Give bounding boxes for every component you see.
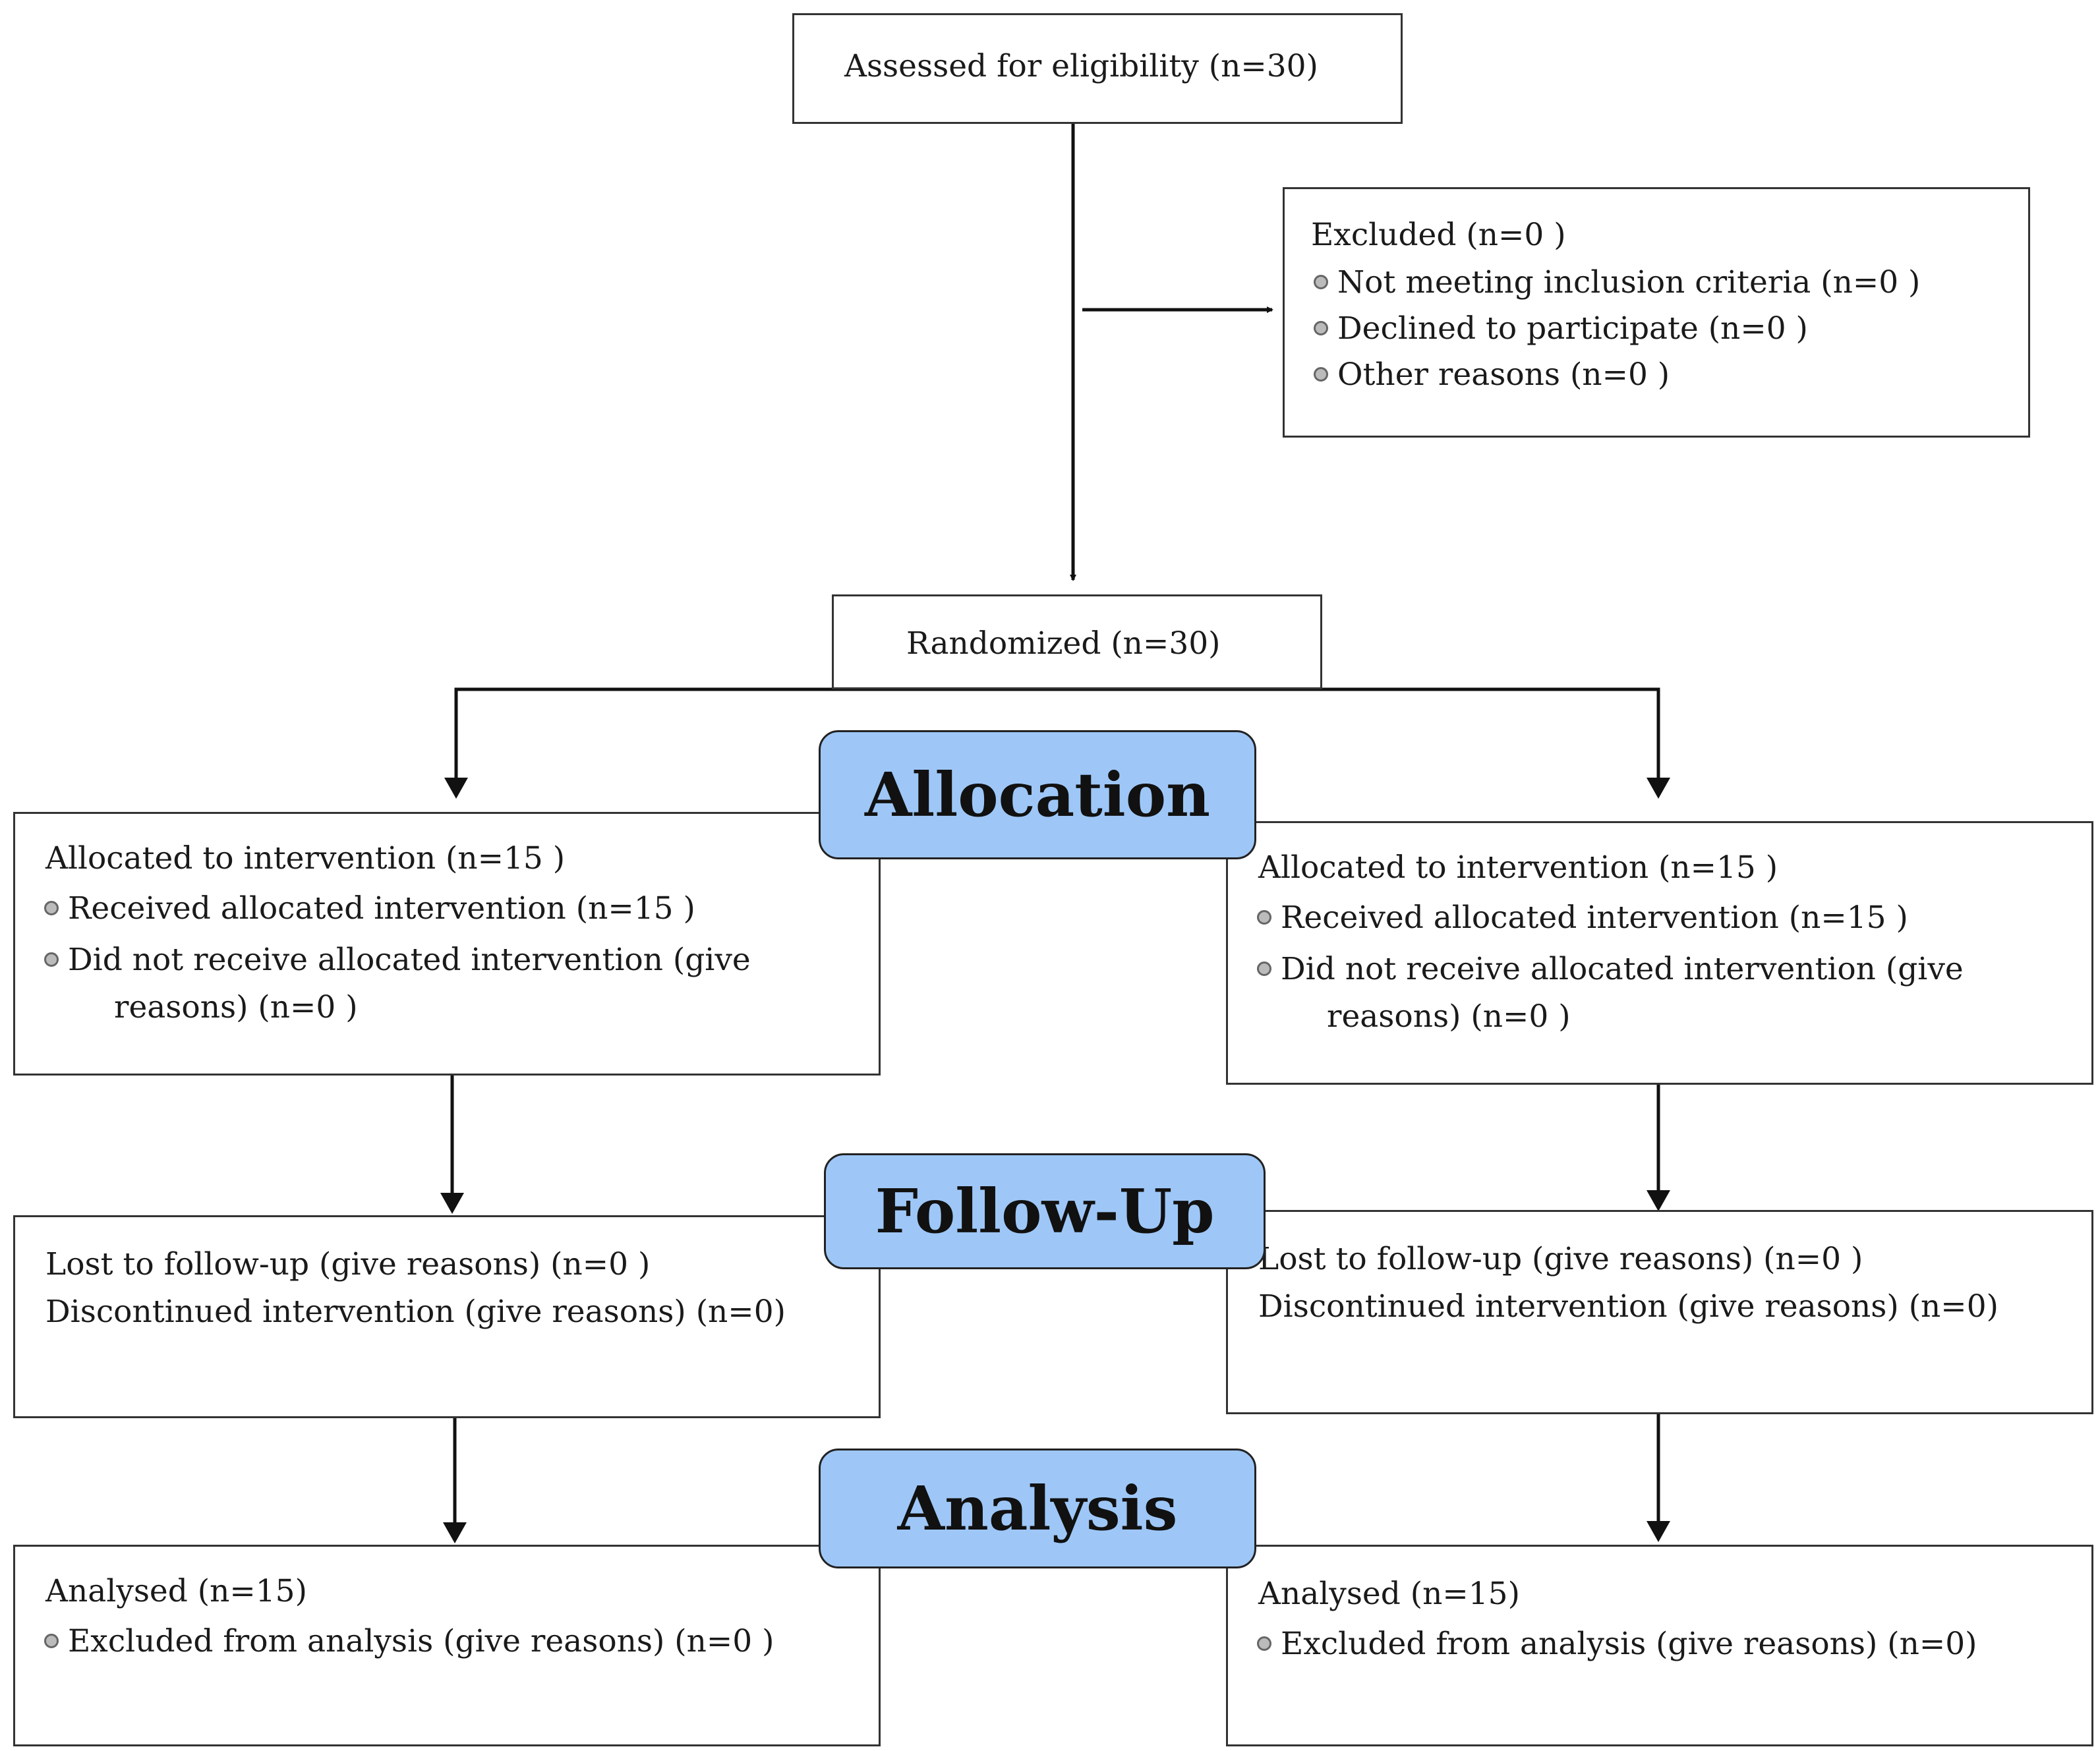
left-analysis-analysed: Analysed (n=15) bbox=[45, 1573, 307, 1609]
right-followup-lost: Lost to follow-up (give reasons) (n=0 ) bbox=[1258, 1241, 1863, 1277]
randomized-box: Randomized (n=30) bbox=[832, 594, 1322, 689]
bullet-icon bbox=[1314, 367, 1328, 382]
excluded-item: Not meeting inclusion criteria (n=0 ) bbox=[1314, 264, 1920, 301]
left-allocation-box: Allocated to intervention (n=15 ) Receiv… bbox=[13, 812, 881, 1076]
right-allocation-title: Allocated to intervention (n=15 ) bbox=[1258, 849, 1778, 886]
right-allocation-box: Allocated to intervention (n=15 ) Receiv… bbox=[1226, 821, 2093, 1085]
arrowhead-right-allocation bbox=[1647, 778, 1670, 799]
arrowhead-right-followup bbox=[1647, 1190, 1670, 1211]
bullet-icon bbox=[1257, 1636, 1271, 1651]
left-analysis-excluded: Excluded from analysis (give reasons) (n… bbox=[44, 1623, 774, 1660]
assessed-text: Assessed for eligibility (n=30) bbox=[844, 48, 1318, 84]
arrowhead-left-allocation bbox=[444, 778, 468, 799]
left-allocation-received: Received allocated intervention (n=15 ) bbox=[44, 890, 695, 927]
right-allocation-not-received-cont: reasons) (n=0 ) bbox=[1327, 998, 1571, 1035]
bullet-icon bbox=[44, 1634, 59, 1648]
excluded-box: Excluded (n=0 ) Not meeting inclusion cr… bbox=[1283, 187, 2030, 438]
left-analysis-box: Analysed (n=15) Excluded from analysis (… bbox=[13, 1545, 881, 1746]
right-followup-box: Lost to follow-up (give reasons) (n=0 ) … bbox=[1226, 1210, 2093, 1414]
arrowhead-left-analysis bbox=[443, 1522, 467, 1543]
excluded-title: Excluded (n=0 ) bbox=[1311, 217, 1566, 253]
left-followup-box: Lost to follow-up (give reasons) (n=0 ) … bbox=[13, 1215, 881, 1418]
arrowhead-left-followup bbox=[440, 1193, 464, 1214]
right-allocation-not-received: Did not receive allocated intervention (… bbox=[1257, 951, 1964, 988]
excluded-item: Declined to participate (n=0 ) bbox=[1314, 310, 1808, 347]
assessed-box: Assessed for eligibility (n=30) bbox=[792, 13, 1403, 124]
left-allocation-not-received: Did not receive allocated intervention (… bbox=[44, 942, 751, 979]
left-allocation-not-received-cont: reasons) (n=0 ) bbox=[114, 989, 358, 1025]
bullet-icon bbox=[1314, 275, 1328, 289]
bullet-icon bbox=[44, 901, 59, 915]
arrowhead-right-analysis bbox=[1647, 1521, 1670, 1542]
randomized-text: Randomized (n=30) bbox=[906, 625, 1221, 662]
bullet-icon bbox=[1314, 321, 1328, 335]
left-followup-lost: Lost to follow-up (give reasons) (n=0 ) bbox=[45, 1246, 651, 1282]
bullet-icon bbox=[44, 952, 59, 967]
split-line bbox=[454, 687, 1660, 784]
right-followup-discontinued: Discontinued intervention (give reasons)… bbox=[1258, 1288, 1998, 1325]
right-allocation-received: Received allocated intervention (n=15 ) bbox=[1257, 900, 1908, 936]
left-allocation-title: Allocated to intervention (n=15 ) bbox=[45, 840, 566, 876]
right-analysis-box: Analysed (n=15) Excluded from analysis (… bbox=[1226, 1545, 2093, 1746]
stage-followup: Follow-Up bbox=[824, 1153, 1266, 1269]
excluded-item: Other reasons (n=0 ) bbox=[1314, 357, 1670, 393]
bullet-icon bbox=[1257, 910, 1271, 925]
stage-allocation: Allocation bbox=[819, 730, 1256, 859]
bullet-icon bbox=[1257, 962, 1271, 976]
stage-analysis: Analysis bbox=[819, 1449, 1256, 1568]
left-followup-discontinued: Discontinued intervention (give reasons)… bbox=[45, 1294, 786, 1330]
right-analysis-excluded: Excluded from analysis (give reasons) (n… bbox=[1257, 1626, 1977, 1663]
right-analysis-analysed: Analysed (n=15) bbox=[1258, 1576, 1520, 1612]
